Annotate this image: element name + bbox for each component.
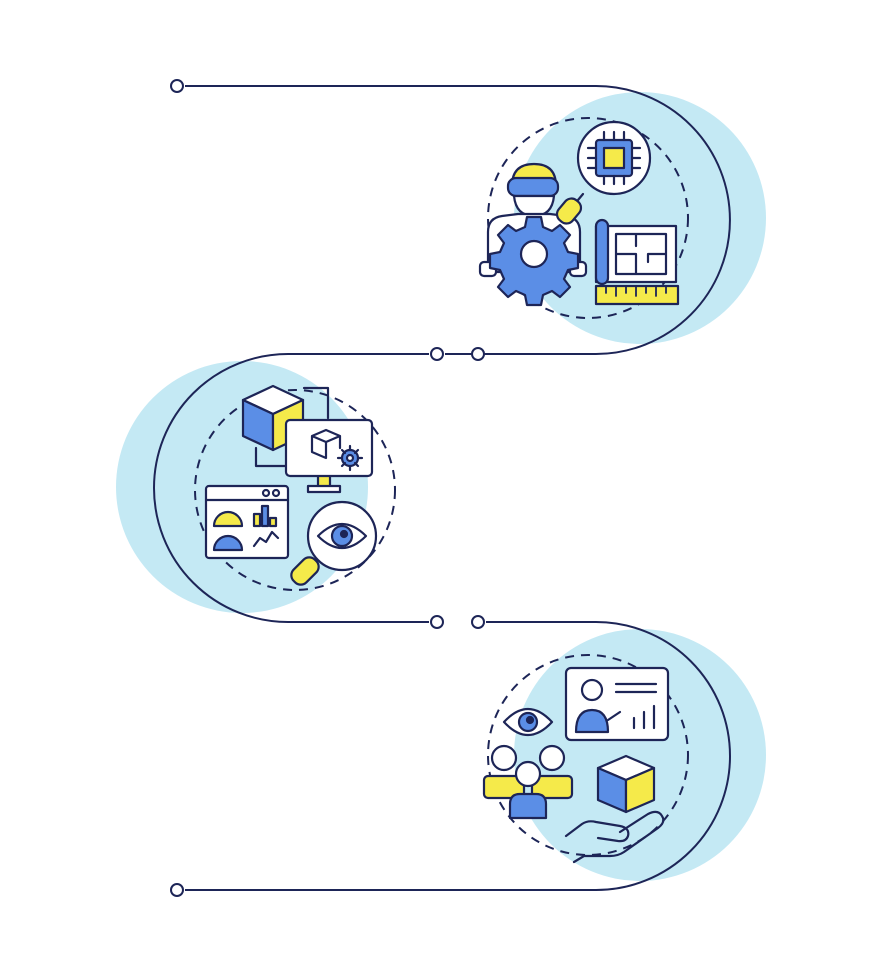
timeline-nodes [170,79,485,897]
timeline-connector [153,85,731,891]
node-3-start [471,615,485,629]
3d-model-monitor-analytics-eye-icon [204,384,378,586]
engineer-with-chip-and-blueprint-icon [478,120,680,307]
magnifier-handle-grip-2 [290,556,320,586]
step-1-dashed-ring [487,117,689,319]
open-hand-icon [564,810,665,864]
blueprint-icon [594,218,680,306]
model-link-lines [254,386,330,468]
step-3-dashed-ring [487,654,689,856]
trend-line [252,530,280,548]
dashboard-window-icon [204,484,290,560]
small-gear-icon [336,444,364,472]
product-cube-icon [596,754,656,814]
step-2-dashed-ring [194,389,396,591]
step-1-bg-circle [514,92,766,344]
audience-eye-icon [502,707,554,737]
end-node [170,883,184,897]
chip-icon [586,130,642,186]
node-2-start [471,347,485,361]
gauge-1 [212,510,244,528]
presentation-team-product-hand-icon [482,666,670,864]
gear-icon [488,215,580,307]
presentation-board-icon [564,666,670,742]
magnifier-handle-grip-1 [555,197,583,225]
monitor-icon [284,418,374,494]
start-node [170,79,184,93]
node-2-end [430,615,444,629]
vr-goggles [506,176,560,198]
eye-icon [316,522,368,550]
team-people-icon [482,744,574,820]
node-1-end [430,347,444,361]
gauge-2 [212,534,244,552]
